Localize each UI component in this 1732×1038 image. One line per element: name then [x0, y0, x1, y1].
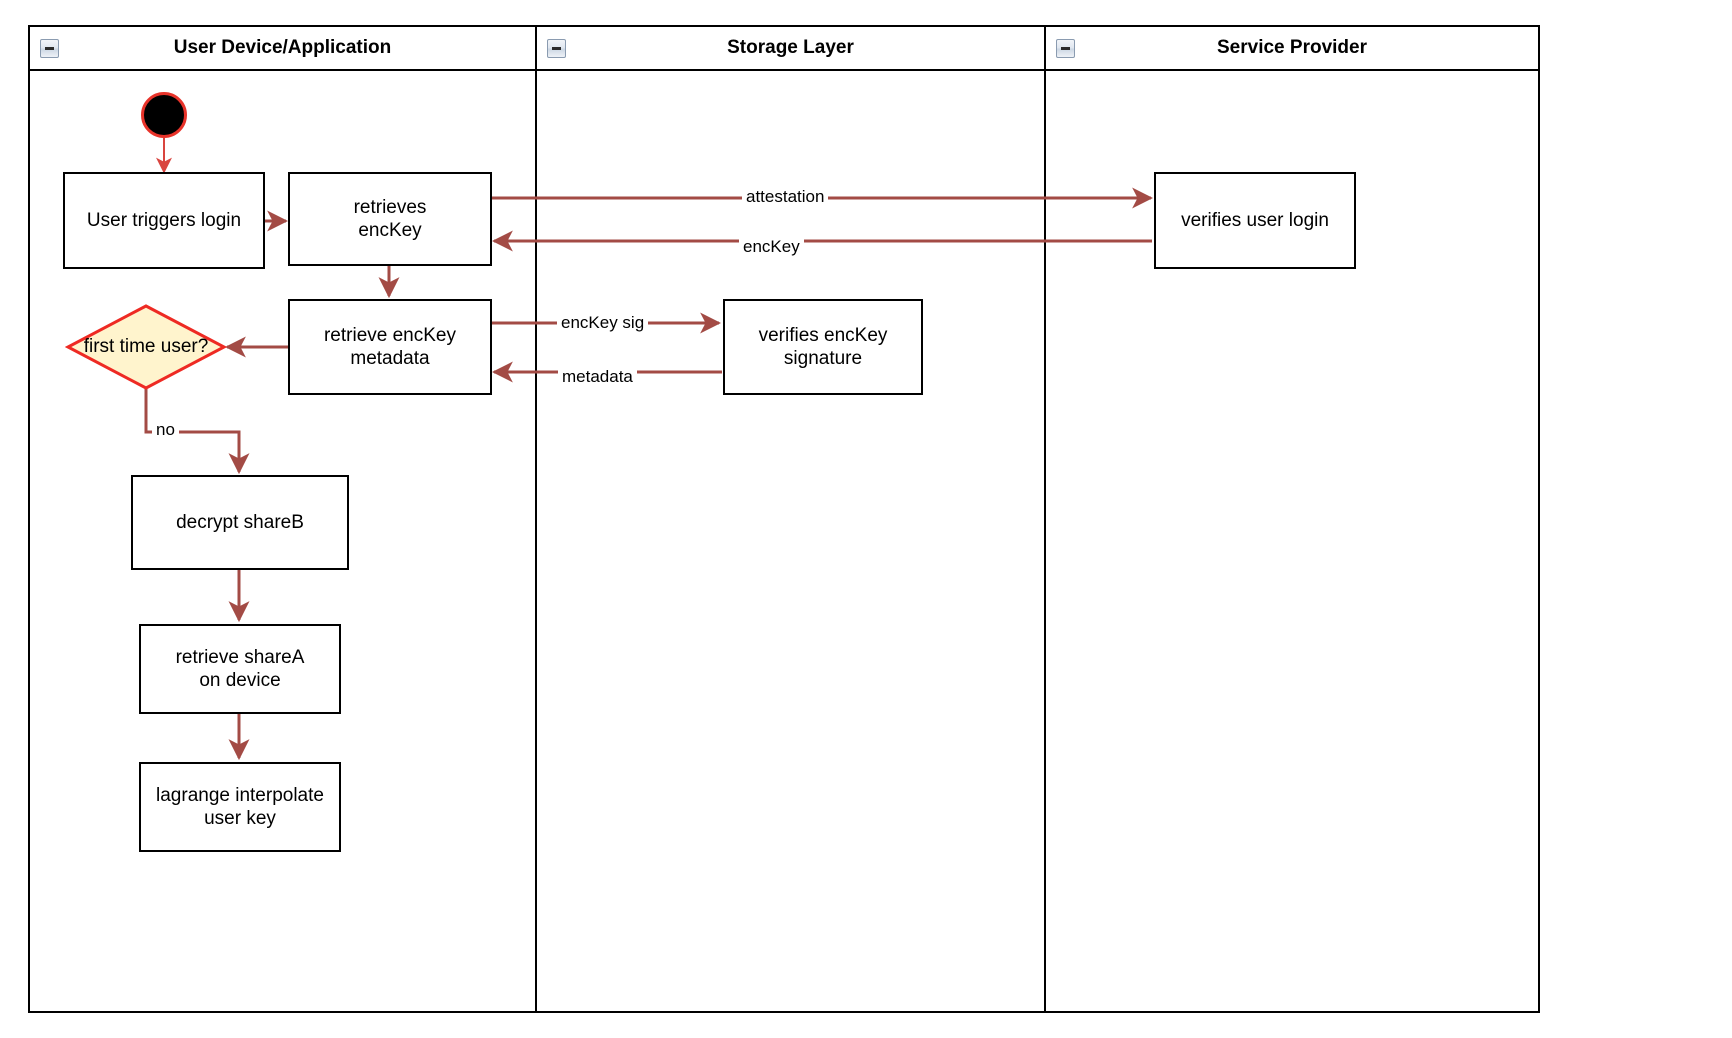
activity-label-line1: retrieve shareA: [175, 646, 305, 668]
activity-retrieve-enckey-metadata[interactable]: retrieve encKey metadata: [288, 299, 492, 395]
minus-icon[interactable]: [1056, 39, 1075, 58]
decision-first-time-user[interactable]: first time user?: [65, 303, 227, 391]
activity-label-line1: retrieve encKey: [323, 324, 456, 346]
edge-label-enckey: encKey: [739, 237, 804, 257]
activity-label: decrypt shareB: [176, 511, 304, 533]
activity-label-line2: user key: [204, 808, 276, 829]
edge-label-attestation: attestation: [742, 187, 829, 207]
edge-label-metadata: metadata: [558, 367, 637, 387]
swimlane-title-storage-layer: Storage Layer: [727, 37, 854, 58]
activity-verifies-user-login[interactable]: verifies user login: [1154, 172, 1356, 269]
swimlane-header-user-device: User Device/Application: [30, 27, 535, 71]
activity-label-line1: verifies encKey: [758, 324, 888, 346]
activity-label: User triggers login: [86, 209, 242, 231]
activity-label-line2: metadata: [350, 348, 430, 369]
swimlane-title-service-provider: Service Provider: [1217, 37, 1367, 58]
edge-label-enckey-sig: encKey sig: [557, 313, 649, 333]
start-node[interactable]: [141, 92, 187, 138]
activity-label: verifies user login: [1181, 209, 1329, 231]
activity-user-triggers-login[interactable]: User triggers login: [63, 172, 265, 269]
swimlane-header-service-provider: Service Provider: [1046, 27, 1538, 71]
activity-decrypt-shareb[interactable]: decrypt shareB: [131, 475, 349, 570]
swimlane-header-storage-layer: Storage Layer: [537, 27, 1044, 71]
activity-verifies-enckey-signature[interactable]: verifies encKey signature: [723, 299, 923, 395]
activity-label-line2: on device: [199, 670, 281, 691]
activity-retrieve-sharea-on-device[interactable]: retrieve shareA on device: [139, 624, 341, 714]
activity-label-line1: retrieves: [353, 196, 427, 218]
swimlane-user-device[interactable]: User Device/Application: [30, 27, 535, 1011]
swimlane-service-provider[interactable]: Service Provider: [1044, 27, 1538, 1011]
activity-label-line1: lagrange interpolate: [156, 784, 324, 806]
swimlane-title-user-device: User Device/Application: [173, 37, 392, 58]
activity-label-line2: signature: [783, 348, 863, 369]
activity-label-line2: encKey: [358, 220, 422, 241]
minus-icon[interactable]: [547, 39, 566, 58]
edge-label-no: no: [152, 420, 179, 440]
activity-retrieves-enckey[interactable]: retrieves encKey: [288, 172, 492, 266]
minus-icon[interactable]: [40, 39, 59, 58]
activity-lagrange-interpolate-user-key[interactable]: lagrange interpolate user key: [139, 762, 341, 852]
swimlane-storage-layer[interactable]: Storage Layer: [535, 27, 1044, 1011]
